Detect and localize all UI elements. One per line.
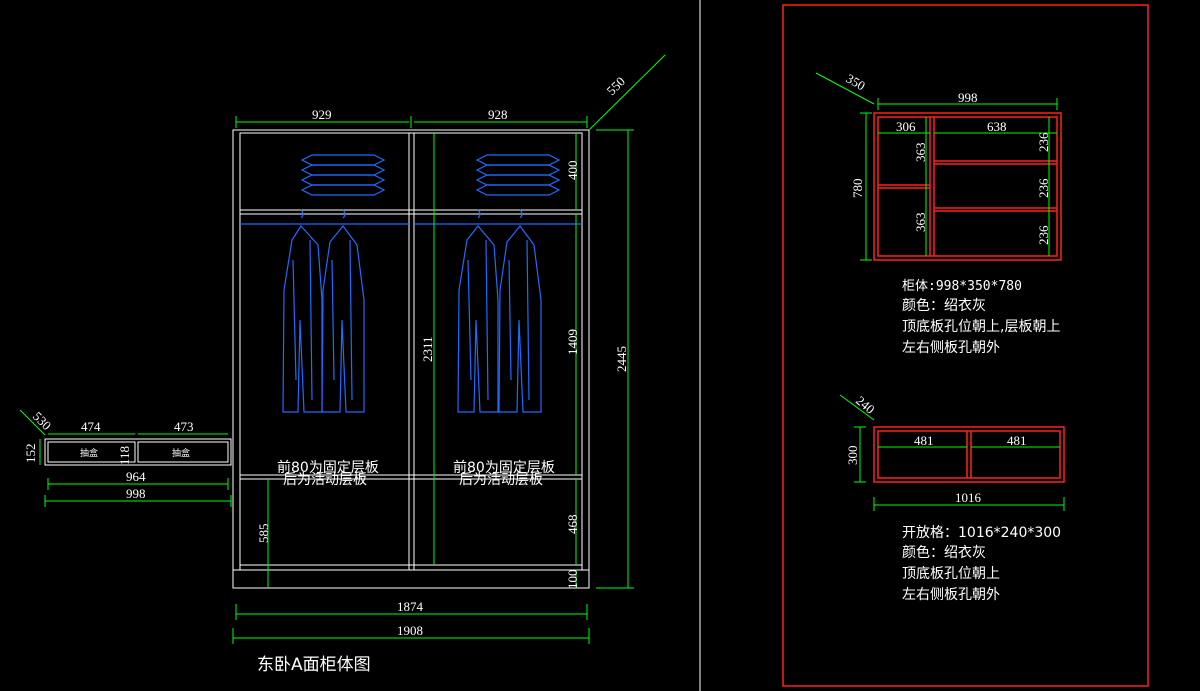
shelf-dim-depth: 240 (853, 393, 878, 417)
cabinet-dim-width: 998 (958, 90, 978, 105)
drawer-right-box (137, 441, 229, 463)
cabinet-dim-right-1: 236 (1036, 132, 1051, 152)
drawer-dim-total: 998 (126, 486, 146, 501)
open-shelf-elevation (873, 426, 1065, 483)
dim-lower-left: 585 (256, 524, 271, 544)
open-shelf-outer-frame (873, 426, 1065, 483)
drawer-dim-left: 474 (81, 419, 101, 434)
open-shelf-inner-frame (877, 430, 1061, 479)
cabinet-spec-line1: 柜体:998*350*780 (902, 279, 1022, 294)
dim-total-width: 1908 (397, 623, 423, 638)
cabinet-dim-right-width: 638 (987, 119, 1007, 134)
garment-right-2-icon (498, 209, 542, 413)
shelf-spec-line1: 开放格：1016*240*300 (902, 525, 1061, 541)
garment-right-1-icon (457, 209, 499, 413)
shelf-dim-width: 1016 (955, 490, 982, 505)
drawer-label-left: 抽盒 (80, 447, 98, 459)
cabinet-spec-line4: 左右侧板孔朝外 (902, 340, 1000, 356)
drawer-unit-frame (44, 438, 232, 466)
cabinet-dim-left-width: 306 (896, 119, 916, 134)
shelf-note-right-line2: 后为活动层板 (459, 472, 543, 488)
blanket-stack-left-icon (300, 154, 386, 196)
cabinet-outer-frame (873, 112, 1062, 261)
cabinet-dimension-lines (815, 72, 1058, 261)
dim-inner-height: 2311 (420, 336, 435, 362)
blanket-stack-right-icon (475, 154, 561, 196)
wardrobe-outer-frame (232, 129, 590, 589)
open-shelf-dimension-lines (839, 394, 1065, 511)
shelf-dim-right: 481 (1007, 433, 1027, 448)
wardrobe-elevation (232, 129, 590, 589)
cabinet-dim-right-2: 236 (1036, 178, 1051, 198)
cabinet-dim-left-bottom: 363 (913, 213, 928, 233)
cabinet-spec-line2: 颜色：绍衣灰 (902, 297, 986, 314)
dim-inner-width: 1874 (397, 599, 424, 614)
shelf-spec-line4: 左右侧板孔朝外 (902, 587, 1000, 603)
shelf-spec-line3: 顶底板孔位朝上 (902, 566, 1000, 582)
dim-total-height: 2445 (614, 346, 629, 372)
cabinet-spec-line3: 顶底板孔位朝上,层板朝上 (902, 319, 1060, 335)
drawer-dim-inner: 964 (126, 469, 146, 484)
wardrobe-dimension-lines (232, 54, 666, 644)
dim-left-width: 929 (312, 107, 332, 122)
cabinet-dim-left-top: 363 (913, 143, 928, 163)
drawer-dim-divider: 118 (117, 446, 132, 465)
dim-hanging-height: 1409 (565, 329, 580, 355)
garment-left-2-icon (321, 209, 365, 413)
dim-top-section: 400 (565, 161, 580, 181)
shelf-dim-left: 481 (914, 433, 934, 448)
shelf-note-left-line1: 前80为固定层板 (277, 459, 379, 476)
cabinet-dim-height: 780 (850, 179, 865, 199)
dim-plinth: 100 (565, 570, 580, 590)
wardrobe-inner-frame (239, 132, 583, 571)
dim-lower-right: 468 (565, 515, 580, 535)
shelf-dim-height: 300 (845, 446, 860, 466)
detail-sheet-border (782, 4, 1149, 687)
drawer-dim-right: 473 (174, 419, 194, 434)
drawer-dim-height: 152 (23, 444, 38, 464)
drawer-label-right: 抽盒 (172, 447, 190, 459)
cabinet-inner-frame (877, 116, 1058, 257)
drawer-dim-depth: 530 (30, 409, 54, 433)
cabinet-dim-right-3: 236 (1036, 225, 1051, 245)
garment-left-1-icon (282, 209, 323, 413)
shelf-note-right-line1: 前80为固定层板 (453, 459, 555, 476)
drawer-dimension-lines (19, 409, 232, 507)
drawer-unit (44, 438, 232, 466)
drawer-left-box (47, 441, 136, 463)
shelf-spec-line2: 颜色：绍衣灰 (902, 544, 986, 561)
cabinet-elevation (873, 112, 1062, 261)
shelf-note-left-line2: 后为活动层板 (283, 472, 367, 488)
dim-right-width: 928 (488, 107, 508, 122)
dim-depth: 550 (604, 74, 628, 98)
drawing-title: 东卧A面柜体图 (257, 655, 371, 675)
